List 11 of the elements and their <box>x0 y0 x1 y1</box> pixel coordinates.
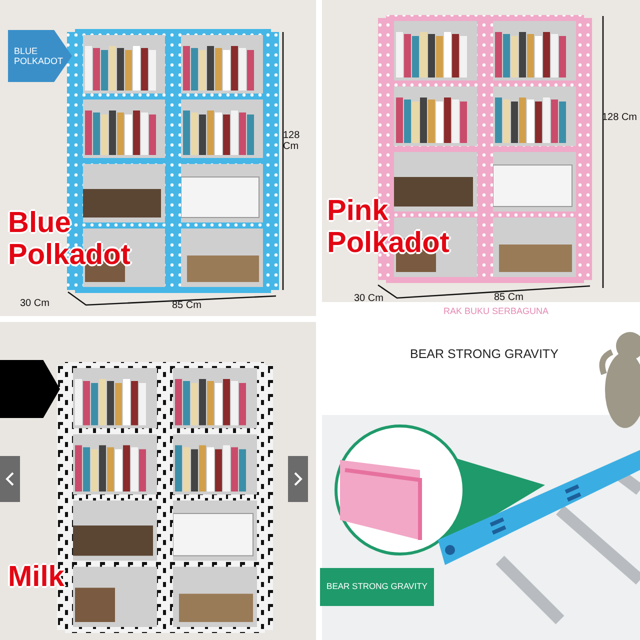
color-name: Milk <box>8 562 66 594</box>
caption-text: RAK BUKU SERBAGUNA <box>442 307 550 317</box>
dimension-label: 128 Cm <box>602 112 638 123</box>
color-name: Pink Polkadot <box>327 196 450 260</box>
dimension-label: 30 Cm <box>20 298 50 309</box>
dimension-label: 30 Cm <box>354 293 384 304</box>
heading-text: BEAR STRONG GRAVITY <box>410 348 560 362</box>
dimension-label: 85 Cm <box>494 292 524 303</box>
dimension-label: 128 Cm <box>283 130 301 152</box>
dimension-label: 85 Cm <box>172 300 202 311</box>
caption-banner: BEAR STRONG GRAVITY <box>320 568 434 606</box>
